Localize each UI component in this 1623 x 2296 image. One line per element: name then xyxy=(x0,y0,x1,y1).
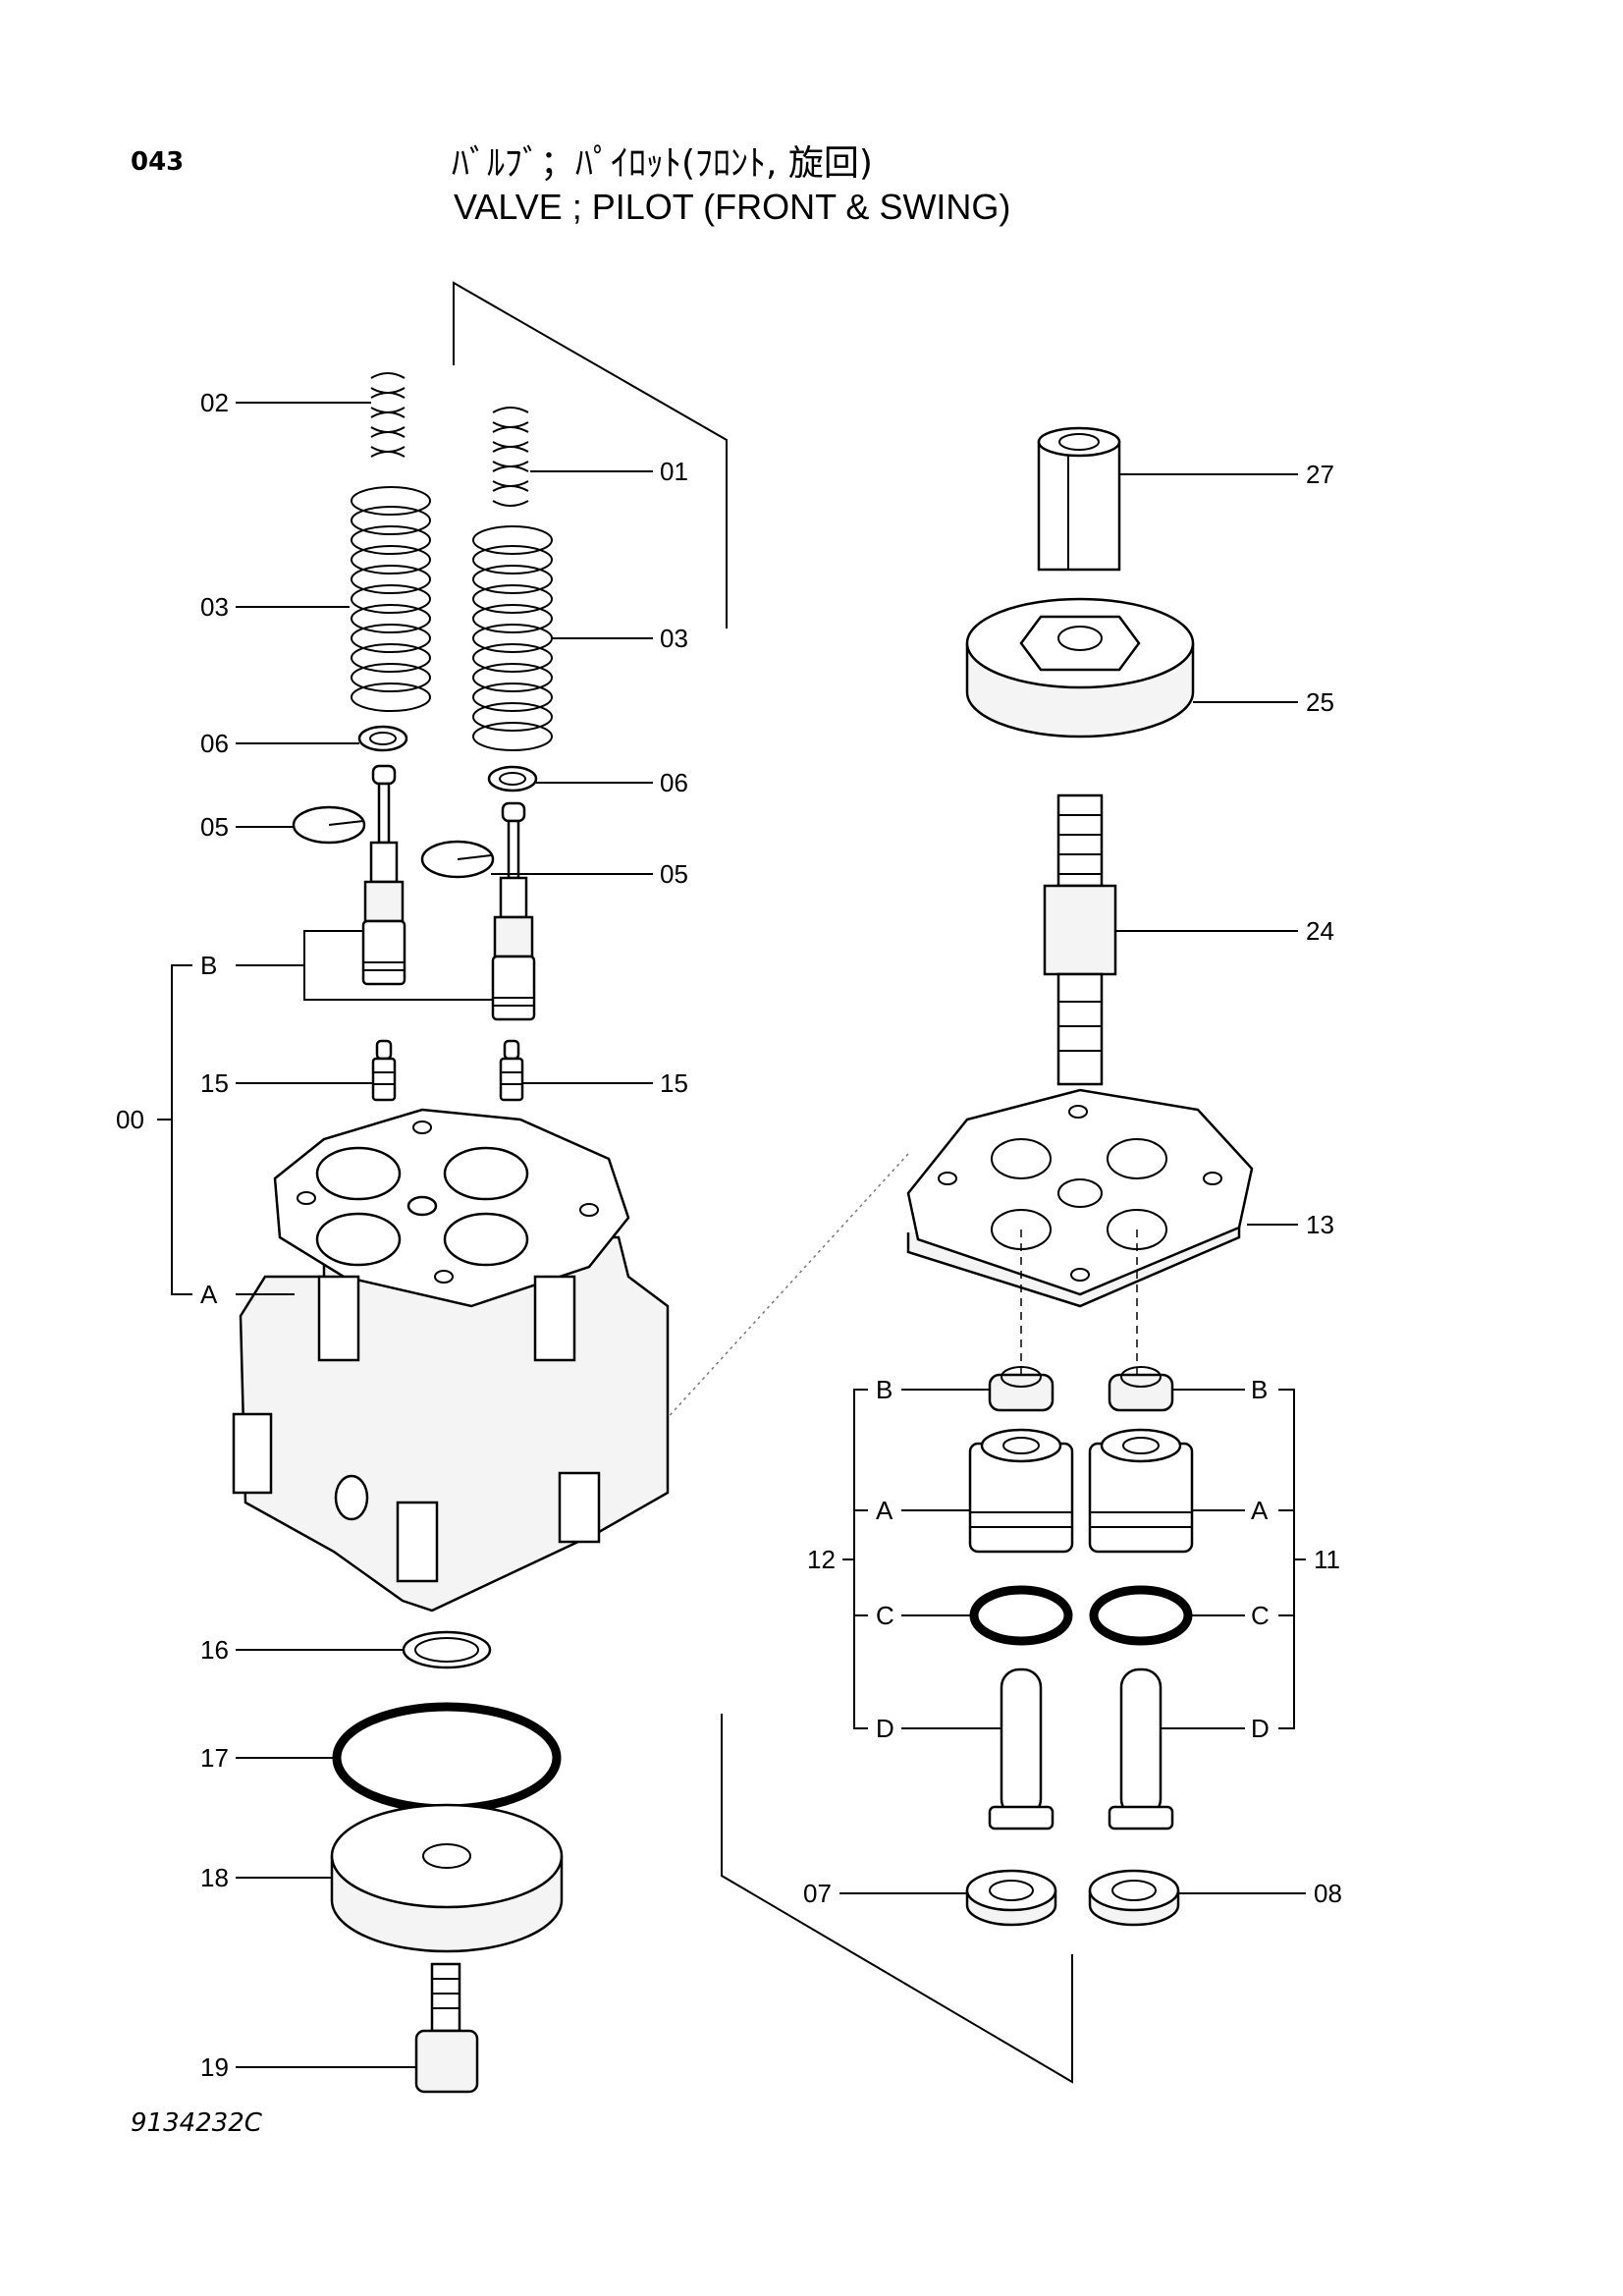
valve-body xyxy=(232,1108,670,1613)
callout-24: 24 xyxy=(1306,916,1334,946)
callout-11-d: D xyxy=(1251,1714,1270,1743)
part-16-seal xyxy=(402,1630,492,1669)
callout-b-left: B xyxy=(200,951,217,980)
part-11-plunger-set xyxy=(1088,1366,1194,1831)
callout-11-a: A xyxy=(1251,1496,1269,1525)
callout-16: 16 xyxy=(200,1635,229,1665)
part-05-clip-right xyxy=(420,840,495,879)
part-05-clip-left xyxy=(292,805,366,845)
callout-05-left: 05 xyxy=(200,812,229,842)
part-15-pin-right xyxy=(499,1039,524,1102)
callout-19: 19 xyxy=(200,2052,229,2082)
spool-assembly-left xyxy=(361,764,406,986)
callout-11: 11 xyxy=(1314,1545,1340,1574)
callout-12: 12 xyxy=(807,1545,836,1574)
page-title-english: VALVE ; PILOT (FRONT & SWING) xyxy=(454,187,1011,227)
callout-13: 13 xyxy=(1306,1210,1334,1239)
callout-11-c: C xyxy=(1251,1601,1270,1630)
alignment-guide-line xyxy=(652,1153,909,1435)
callout-12-c: C xyxy=(876,1601,894,1630)
callout-27: 27 xyxy=(1306,460,1334,489)
spool-assembly-right xyxy=(491,801,536,1021)
part-03-spring-right xyxy=(472,525,553,751)
callout-a-left: A xyxy=(200,1280,218,1309)
part-06-washer-right xyxy=(487,765,538,793)
part-19-bolt xyxy=(414,1962,479,2094)
part-01-small-spring xyxy=(492,407,529,507)
page-title-japanese: ﾊﾞﾙﾌﾞ；ﾊﾟｲﾛｯﾄ(ﾌﾛﾝﾄ, 旋回) xyxy=(452,143,873,184)
callout-11-b: B xyxy=(1251,1375,1268,1404)
callout-06-left: 06 xyxy=(200,729,229,758)
part-24-universal-joint xyxy=(1043,793,1117,1086)
callout-01: 01 xyxy=(660,457,688,486)
part-12-plunger-set xyxy=(968,1366,1074,1831)
part-17-o-ring xyxy=(332,1702,562,1814)
callout-03-left: 03 xyxy=(200,592,229,622)
part-02-small-spring xyxy=(370,372,406,460)
callout-25: 25 xyxy=(1306,687,1334,717)
assembly-bracket-lower xyxy=(721,1714,1073,2084)
callout-07: 07 xyxy=(803,1879,832,1908)
leader-lines xyxy=(157,402,1306,2068)
part-07-nut xyxy=(965,1869,1057,1927)
callout-17: 17 xyxy=(200,1743,229,1773)
callout-02: 02 xyxy=(200,388,229,417)
part-08-nut xyxy=(1088,1869,1180,1927)
callout-08: 08 xyxy=(1314,1879,1342,1908)
callout-12-d: D xyxy=(876,1714,894,1743)
callout-05-right: 05 xyxy=(660,859,688,889)
callout-15-right: 15 xyxy=(660,1068,688,1098)
part-15-pin-left xyxy=(371,1039,397,1102)
callout-03-right: 03 xyxy=(660,624,688,653)
part-25-disc xyxy=(965,597,1195,738)
callout-15-left: 15 xyxy=(200,1068,229,1098)
callout-12-a: A xyxy=(876,1496,893,1525)
drawing-number: 9134232C xyxy=(131,2108,262,2138)
part-18-plate xyxy=(330,1803,564,1953)
part-27-coupling-nut xyxy=(1037,426,1121,572)
callout-12-b: B xyxy=(876,1375,893,1404)
assembly-bracket-upper xyxy=(453,281,728,629)
callout-18: 18 xyxy=(200,1863,229,1892)
part-06-washer-left xyxy=(357,725,408,752)
page-number: 043 xyxy=(131,147,185,177)
part-03-spring-left xyxy=(351,486,431,712)
callout-00: 00 xyxy=(116,1105,144,1134)
callout-06-right: 06 xyxy=(660,768,688,797)
part-13-plate xyxy=(906,1088,1254,1308)
